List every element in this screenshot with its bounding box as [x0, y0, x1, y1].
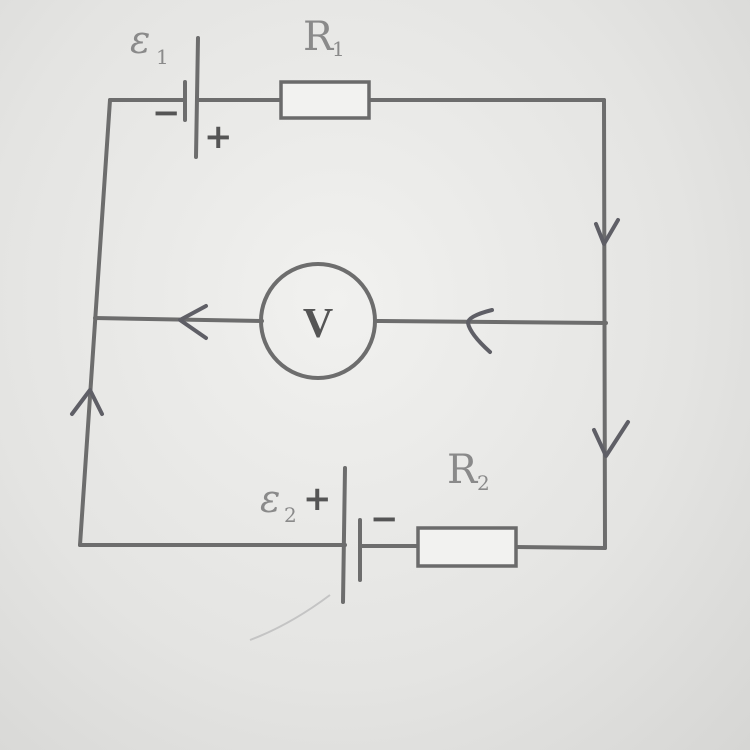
battery-e2-long-plate: [341, 466, 347, 604]
emf2-plus-sign: +: [303, 479, 332, 519]
battery-e1-long-plate: [194, 36, 200, 159]
voltmeter-circle: [259, 262, 377, 380]
arrow-left-upward-icon: [70, 388, 104, 416]
emf2-subscript: 2: [284, 503, 297, 527]
wire-left: [78, 98, 112, 547]
r2-label: R: [447, 447, 479, 493]
battery-e2: [341, 466, 362, 604]
battery-e1: [183, 36, 200, 159]
r1-label: R: [303, 14, 335, 60]
stray-mark: [249, 594, 331, 641]
emf1-plus-sign: +: [204, 117, 233, 157]
resistor-r1: [279, 80, 371, 120]
emf1-label: ε: [130, 18, 150, 62]
voltmeter-label: V: [303, 301, 333, 347]
emf1-subscript: 1: [156, 45, 169, 69]
emf2-label: ε: [260, 477, 280, 521]
wire-bottom-right: [514, 545, 607, 550]
r2-subscript: 2: [477, 471, 490, 495]
arrow-right-lower-icon: [592, 420, 630, 458]
wire-middle-right: [373, 319, 608, 325]
emf2-minus-sign: −: [370, 499, 399, 539]
r1-subscript: 1: [332, 37, 345, 61]
arrow-right-upper-icon: [594, 218, 620, 246]
emf1-minus-sign: −: [152, 93, 181, 133]
arrow-middle-right-icon: [466, 308, 494, 354]
resistor-r2: [416, 526, 518, 568]
arrow-middle-left-icon: [178, 304, 208, 340]
